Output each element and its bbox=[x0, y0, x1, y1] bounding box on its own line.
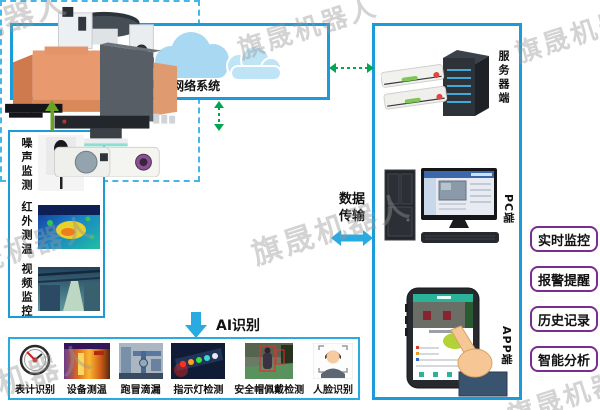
inspection-robot-photo bbox=[5, 6, 178, 177]
smart-analysis-button[interactable]: 智能分析 bbox=[530, 346, 598, 372]
pc-side-label: PC端 bbox=[502, 194, 515, 225]
thermal-device-photo bbox=[63, 342, 110, 379]
helmet-detection-photo bbox=[245, 342, 294, 379]
ai-item-face: 人脸识别 bbox=[312, 342, 353, 396]
ai-item-thermal: 设备测温 bbox=[63, 342, 110, 396]
video-surveillance-photo bbox=[37, 267, 101, 315]
data-transfer-line2: 传输 bbox=[338, 208, 365, 224]
network-server-arrow bbox=[329, 63, 374, 73]
sensor-row-infrared: 红外测温 bbox=[10, 198, 103, 260]
pc-photo bbox=[384, 168, 499, 243]
terminal-panel: 服务器端 PC端 bbox=[372, 23, 522, 400]
face-recognition-label: 人脸识别 bbox=[312, 385, 353, 396]
uplink-arrow bbox=[45, 100, 59, 131]
server-side-label: 服务器端 bbox=[497, 50, 510, 106]
indicator-lights-photo bbox=[171, 342, 226, 379]
server-photo bbox=[381, 50, 489, 116]
data-transfer-line1: 数据 bbox=[338, 192, 365, 207]
ai-item-leak: 跑冒滴漏 bbox=[118, 342, 163, 396]
ai-item-gauge: 表计识别 bbox=[15, 342, 55, 396]
app-side-label: APP端 bbox=[500, 326, 513, 366]
ai-feature-panel: 表计识别 设备测温 bbox=[8, 337, 360, 400]
watermark: 旗晟机器人 bbox=[511, 0, 600, 70]
indicator-lights-label: 指示灯检测 bbox=[173, 385, 224, 396]
app-photo bbox=[405, 287, 508, 397]
pipeline-leak-photo bbox=[118, 342, 163, 379]
helmet-detection-label: 安全帽佩戴检测 bbox=[234, 385, 305, 396]
alarm-alert-button[interactable]: 报警提醒 bbox=[530, 266, 598, 292]
pipeline-leak-label: 跑冒滴漏 bbox=[120, 385, 161, 396]
data-transfer-label: 数据 传输 bbox=[333, 192, 371, 226]
history-record-button[interactable]: 历史记录 bbox=[530, 306, 598, 332]
infrared-temp-label: 红外测温 bbox=[20, 201, 33, 257]
data-transfer-arrow bbox=[331, 230, 373, 246]
robot-network-arrow bbox=[214, 101, 224, 131]
thermal-image-photo bbox=[38, 205, 100, 253]
ai-item-indicator: 指示灯检测 bbox=[171, 342, 226, 396]
robot-box bbox=[0, 0, 200, 182]
sensor-row-video: 视频监控 bbox=[10, 260, 103, 322]
thermal-device-label: 设备测温 bbox=[66, 385, 107, 396]
ai-arrow bbox=[185, 312, 207, 338]
gauge-photo bbox=[18, 342, 52, 379]
realtime-monitor-button[interactable]: 实时监控 bbox=[530, 226, 598, 252]
video-monitor-label: 视频监控 bbox=[20, 263, 33, 319]
noise-monitor-label: 噪声监测 bbox=[20, 137, 33, 193]
cloud-icon bbox=[133, 32, 298, 94]
gauge-label: 表计识别 bbox=[15, 385, 55, 396]
face-recognition-photo bbox=[312, 342, 353, 379]
ai-item-helmet: 安全帽佩戴检测 bbox=[234, 342, 304, 396]
ai-recognition-label: AI识别 bbox=[216, 318, 261, 334]
